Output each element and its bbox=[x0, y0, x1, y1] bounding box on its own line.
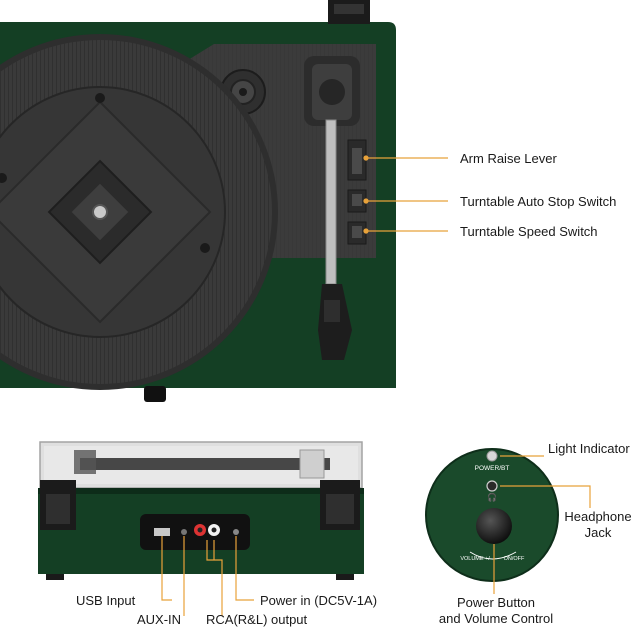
side-detail: POWER/BT 🎧 VOLUME +/- ON/OFF bbox=[425, 448, 559, 582]
label-power-button: Power Button and Volume Control bbox=[438, 595, 554, 626]
label-usb-input: USB Input bbox=[76, 593, 136, 608]
back-view bbox=[38, 441, 364, 580]
label-arm-raise-lever: Arm Raise Lever bbox=[460, 151, 557, 166]
label-light-indicator: Light Indicator bbox=[548, 441, 630, 456]
label-headphone-jack: Headphone Jack bbox=[564, 509, 632, 540]
volume-knob bbox=[476, 508, 512, 544]
headphone-jack bbox=[486, 480, 498, 492]
label-power-in: Power in (DC5V-1A) bbox=[260, 593, 378, 608]
label-auto-stop-switch: Turntable Auto Stop Switch bbox=[460, 194, 617, 209]
top-view bbox=[0, 0, 396, 402]
headphone-icon: 🎧 bbox=[487, 492, 497, 502]
aux-port bbox=[181, 529, 187, 535]
volume-text: VOLUME +/- bbox=[460, 556, 491, 562]
label-rca-output: RCA(R&L) output bbox=[206, 612, 308, 627]
dc-port bbox=[233, 529, 239, 535]
tonearm bbox=[325, 119, 337, 285]
top-callouts bbox=[363, 155, 448, 234]
light-indicator bbox=[486, 450, 498, 462]
usb-port bbox=[154, 528, 170, 536]
power-bt-text: POWER/BT bbox=[475, 465, 510, 472]
label-aux-in: AUX-IN bbox=[137, 612, 182, 627]
back-callouts bbox=[161, 536, 254, 616]
onoff-text: ON/OFF bbox=[504, 556, 525, 562]
detail-callouts bbox=[493, 455, 591, 594]
label-speed-switch: Turntable Speed Switch bbox=[460, 224, 598, 239]
